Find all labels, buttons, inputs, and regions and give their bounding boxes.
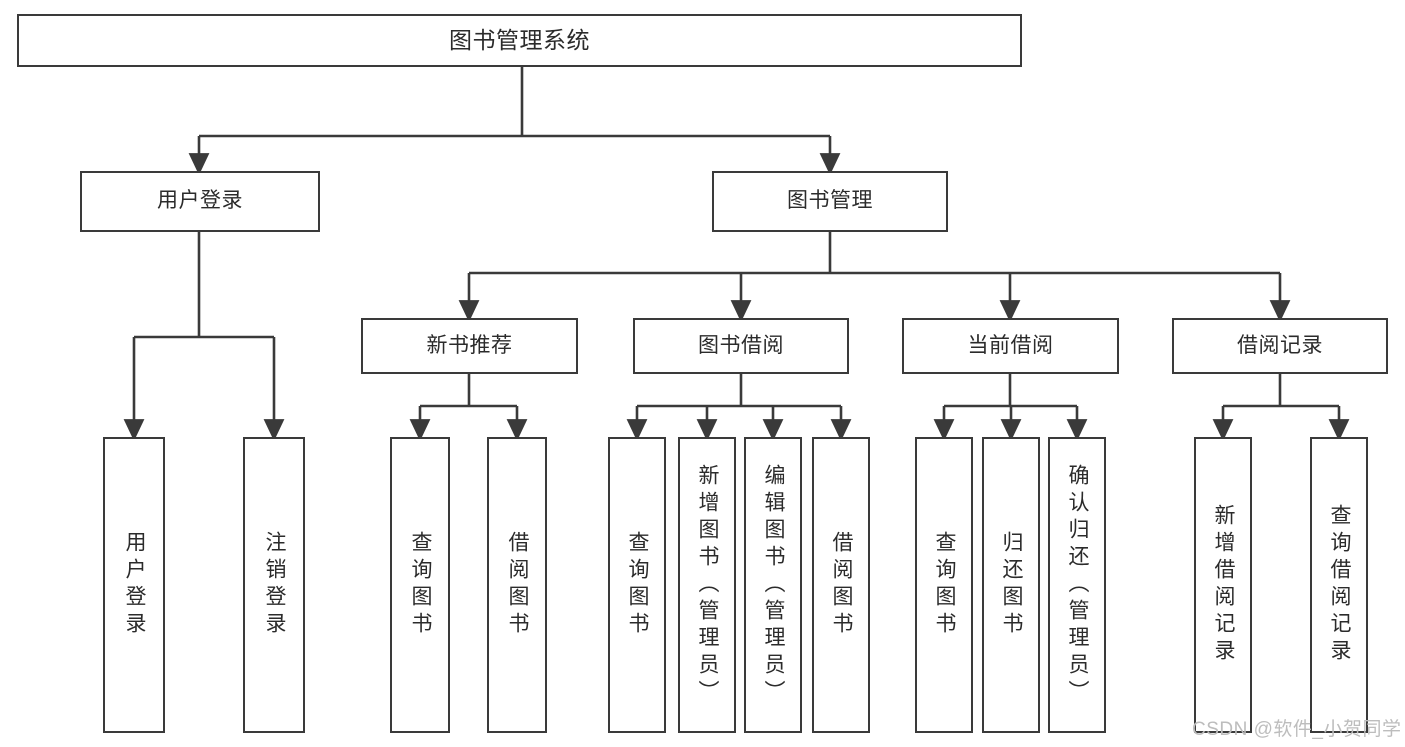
leaf-user-login-label: 用户登录 bbox=[123, 531, 147, 639]
leaf-add-borrow-record-label: 新增借阅记录 bbox=[1212, 504, 1236, 666]
node-root[interactable]: 图书管理系统 bbox=[17, 14, 1022, 67]
leaf-return-book[interactable]: 归还图书 bbox=[982, 437, 1040, 733]
node-current-borrow-label: 当前借阅 bbox=[967, 333, 1054, 357]
node-current-borrow[interactable]: 当前借阅 bbox=[902, 318, 1119, 374]
leaf-confirm-return[interactable]: 确认归还（管理员） bbox=[1048, 437, 1106, 733]
leaf-query-book-3[interactable]: 查询图书 bbox=[915, 437, 973, 733]
node-root-label: 图书管理系统 bbox=[449, 26, 590, 53]
node-borrow-record[interactable]: 借阅记录 bbox=[1172, 318, 1388, 374]
leaf-query-book-3-label: 查询图书 bbox=[933, 531, 957, 639]
leaf-return-book-label: 归还图书 bbox=[1000, 531, 1024, 639]
leaf-query-borrow-record-label: 查询借阅记录 bbox=[1328, 504, 1352, 666]
leaf-query-book-2-label: 查询图书 bbox=[626, 531, 650, 639]
leaf-borrow-book-1[interactable]: 借阅图书 bbox=[487, 437, 547, 733]
leaf-add-book[interactable]: 新增图书（管理员） bbox=[678, 437, 736, 733]
node-user-login-label: 用户登录 bbox=[157, 189, 243, 213]
node-book-management[interactable]: 图书管理 bbox=[712, 171, 948, 232]
leaf-logout[interactable]: 注销登录 bbox=[243, 437, 305, 733]
node-new-book-recommend[interactable]: 新书推荐 bbox=[361, 318, 578, 374]
leaf-logout-label: 注销登录 bbox=[263, 531, 287, 639]
node-book-management-label: 图书管理 bbox=[787, 189, 873, 213]
leaf-borrow-book-2-label: 借阅图书 bbox=[830, 531, 854, 639]
leaf-edit-book-label: 编辑图书（管理员） bbox=[762, 463, 786, 707]
leaf-query-book-1[interactable]: 查询图书 bbox=[390, 437, 450, 733]
leaf-add-book-label: 新增图书（管理员） bbox=[696, 463, 720, 707]
leaf-borrow-book-1-label: 借阅图书 bbox=[506, 531, 530, 639]
node-new-book-recommend-label: 新书推荐 bbox=[426, 333, 513, 357]
leaf-borrow-book-2[interactable]: 借阅图书 bbox=[812, 437, 870, 733]
node-user-login[interactable]: 用户登录 bbox=[80, 171, 320, 232]
leaf-query-book-2[interactable]: 查询图书 bbox=[608, 437, 666, 733]
leaf-add-borrow-record[interactable]: 新增借阅记录 bbox=[1194, 437, 1252, 733]
csdn-watermark: CSDN @软件_小贺同学 bbox=[1192, 719, 1402, 740]
node-book-borrow-label: 图书借阅 bbox=[698, 333, 784, 357]
leaf-query-borrow-record[interactable]: 查询借阅记录 bbox=[1310, 437, 1368, 733]
node-borrow-record-label: 借阅记录 bbox=[1237, 333, 1323, 357]
leaf-confirm-return-label: 确认归还（管理员） bbox=[1066, 463, 1090, 707]
leaf-user-login[interactable]: 用户登录 bbox=[103, 437, 165, 733]
leaf-edit-book[interactable]: 编辑图书（管理员） bbox=[744, 437, 802, 733]
leaf-query-book-1-label: 查询图书 bbox=[409, 531, 433, 639]
node-book-borrow[interactable]: 图书借阅 bbox=[633, 318, 849, 374]
